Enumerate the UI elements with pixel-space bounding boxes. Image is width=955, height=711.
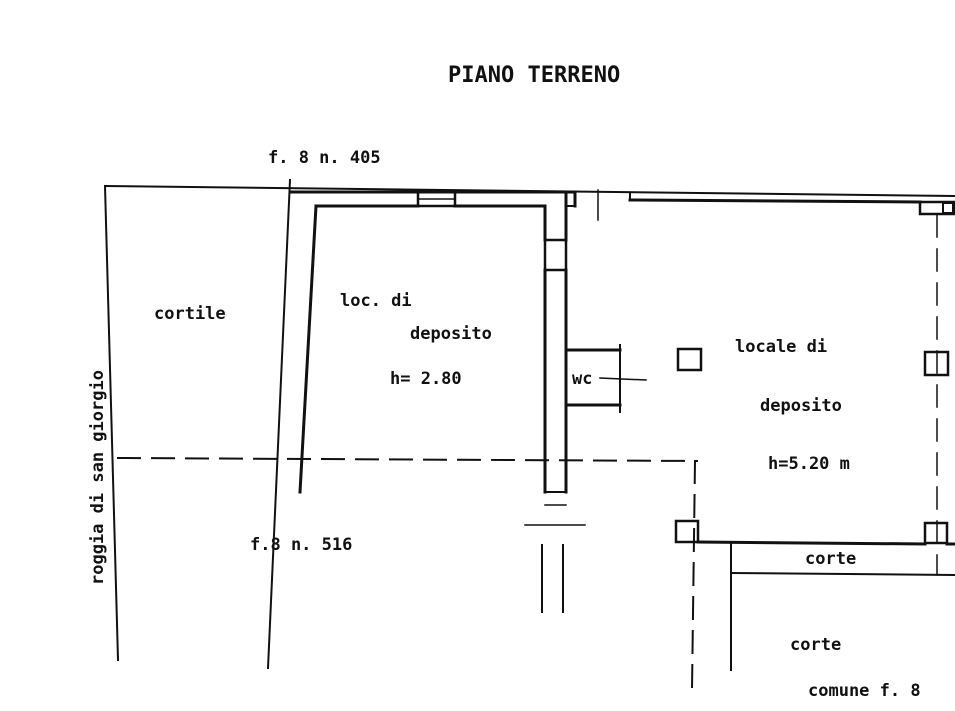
room1-walls — [288, 190, 586, 613]
wc-label: wc — [572, 369, 592, 389]
room2-walls — [565, 190, 955, 671]
corte-small-label: corte — [805, 549, 856, 569]
comune-label: comune f. 8 — [808, 681, 921, 701]
roggia-label: roggia di san giorgio — [88, 370, 108, 585]
parcel-405-label: f. 8 n. 405 — [268, 148, 381, 168]
cortile-label: cortile — [154, 304, 226, 324]
parcel-516-label: f.8 n. 516 — [250, 535, 352, 555]
wc-block — [564, 344, 647, 413]
room2-height: h=5.20 m — [768, 454, 850, 474]
room2-name-line1: locale di — [735, 337, 827, 357]
corte-big-label: corte — [790, 635, 841, 655]
boundary-lines — [103, 178, 955, 692]
room1-name-line2: deposito — [410, 324, 492, 344]
room1-name-line1: loc. di — [340, 291, 412, 311]
plan-title: PIANO TERRENO — [448, 63, 620, 88]
room1-height: h= 2.80 — [390, 369, 462, 389]
room2-name-line2: deposito — [760, 396, 842, 416]
